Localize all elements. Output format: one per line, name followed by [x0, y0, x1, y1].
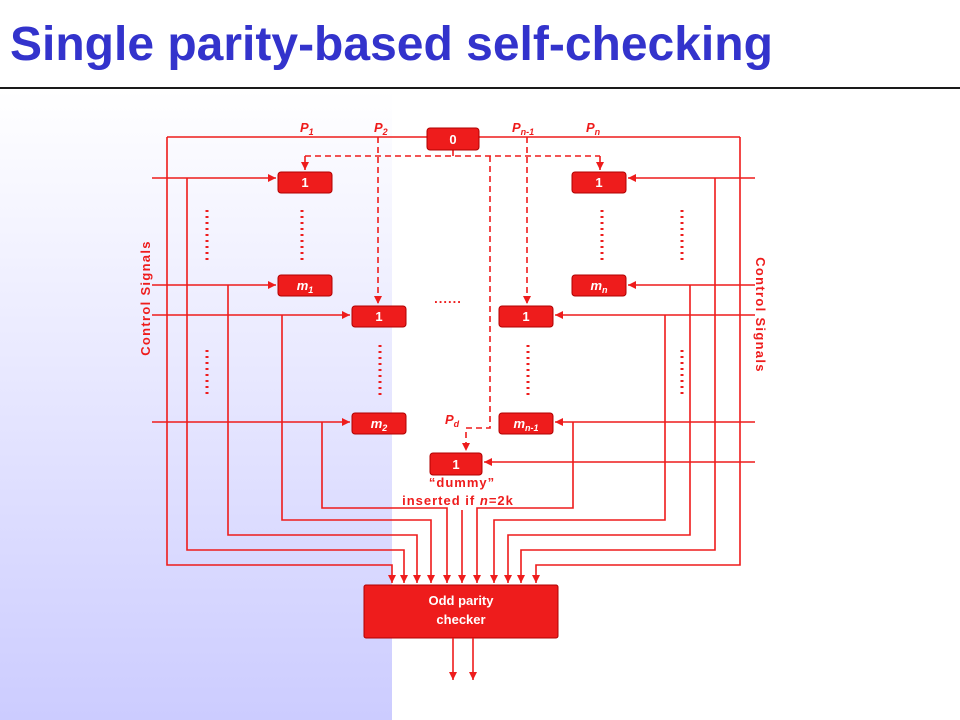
box-one-top-left-label: 1 [301, 175, 308, 190]
background-gradient-panel [0, 90, 392, 720]
dummy-note: inserted if n=2k [402, 493, 514, 508]
label-p2: P2 [374, 120, 388, 137]
left-tap-wire-2 [186, 178, 408, 583]
left-tap-wire-4 [281, 315, 435, 583]
box-dummy [429, 452, 483, 476]
checker-label-line1: Odd parity [428, 593, 494, 608]
box-one-top-left [277, 171, 333, 194]
box-mn [571, 274, 627, 297]
box-zero-label: 0 [449, 132, 456, 147]
box-mn-1-label: mn-1 [513, 416, 538, 433]
right-tap-wire-2 [517, 178, 716, 583]
box-m1-label: m1 [297, 278, 314, 295]
box-m2-label: m2 [371, 416, 388, 433]
title-divider [0, 87, 960, 89]
box-mn-1 [498, 412, 554, 435]
box-one-mid-right-label: 1 [522, 309, 529, 324]
box-one-top-right-label: 1 [595, 175, 602, 190]
box-one-mid-left [351, 305, 407, 328]
label-pn-1: Pn-1 [512, 120, 534, 137]
left-tap-wire-3 [227, 285, 421, 583]
control-signals-left-label: Control Signals [138, 240, 153, 356]
right-tap-wire-3 [504, 285, 691, 583]
right-tap-wire-5 [473, 422, 574, 583]
box-m1 [277, 274, 333, 297]
page-title: Single parity-based self-checking [10, 18, 773, 71]
label-pn: Pn [586, 120, 601, 137]
horizontal-ellipsis: ...... [434, 291, 462, 306]
box-one-mid-left-label: 1 [375, 309, 382, 324]
checker-label-line2: checker [436, 612, 485, 627]
right-tap-wire-1 [532, 137, 741, 583]
box-mn-label: mn [590, 278, 608, 295]
control-signals-right-label: Control Signals [753, 257, 768, 373]
right-tap-wire-4 [490, 315, 666, 583]
box-one-top-right [571, 171, 627, 194]
left-tap-wire-5 [321, 422, 451, 583]
label-pd: Pd [445, 412, 460, 429]
box-zero [426, 127, 480, 151]
box-one-mid-right [498, 305, 554, 328]
pd-dashed-wire [462, 156, 491, 451]
box-m2 [351, 412, 407, 435]
odd-parity-checker-box [363, 584, 559, 639]
label-p1: P1 [300, 120, 314, 137]
dummy-label: “dummy” [429, 475, 495, 490]
box-dummy-label: 1 [452, 457, 459, 472]
left-tap-wire-1 [166, 137, 396, 583]
